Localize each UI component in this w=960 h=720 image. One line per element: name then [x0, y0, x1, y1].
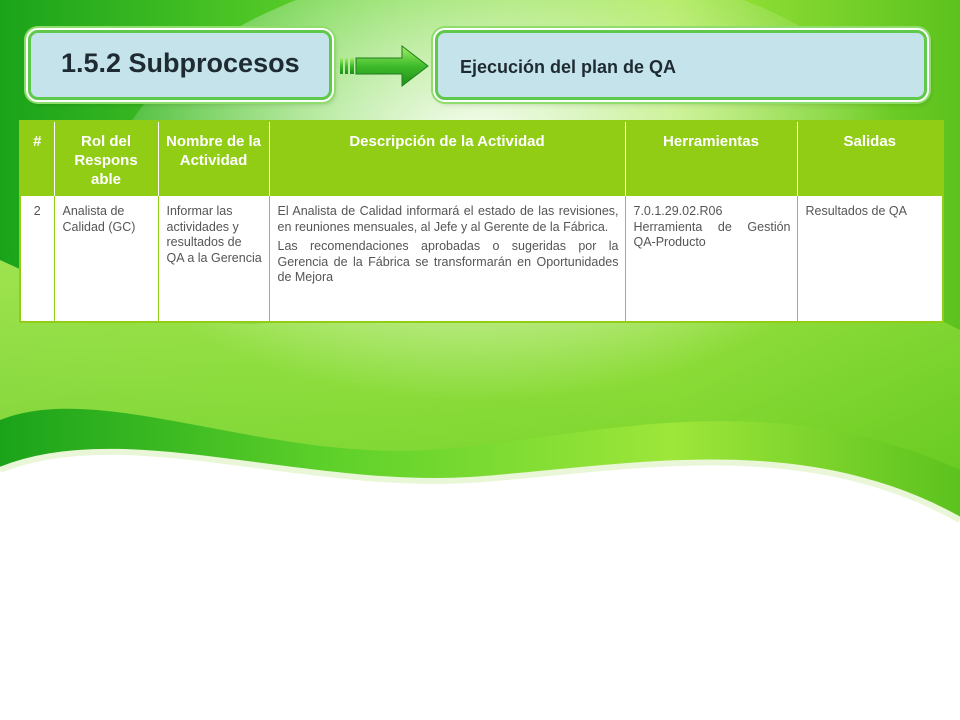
table-row: 2 Analista de Calidad (GC) Informar las …	[19, 195, 944, 322]
cell-number: 2	[19, 195, 55, 322]
arrow-right-icon	[340, 44, 429, 88]
descripcion-paragraph: El Analista de Calidad informará el esta…	[277, 204, 619, 234]
cell-nombre: Informar las actividades y resultados de…	[157, 195, 270, 322]
cell-descripcion: El Analista de Calidad informará el esta…	[268, 195, 626, 322]
section-title-box: 1.5.2 Subprocesos	[28, 30, 332, 100]
cell-salidas: Resultados de QA	[796, 195, 944, 322]
cell-herramientas: 7.0.1.29.02.R06 Herramienta de Gestión Q…	[624, 195, 798, 322]
header-salidas: Salidas	[796, 121, 944, 196]
subprocess-name-box: Ejecución del plan de QA	[435, 30, 927, 100]
header-descripcion: Descripción de la Actividad	[268, 121, 626, 196]
subprocess-name: Ejecución del plan de QA	[460, 57, 677, 77]
activity-table: # Rol del Respons able Nombre de la Acti…	[19, 120, 944, 323]
descripcion-paragraph: Las recomendaciones aprobadas o sugerida…	[277, 239, 619, 284]
header-nombre: Nombre de la Actividad	[157, 121, 270, 196]
header-herramientas: Herramientas	[624, 121, 798, 196]
header-rol: Rol del Respons able	[53, 121, 159, 196]
table-header-row: # Rol del Respons able Nombre de la Acti…	[19, 121, 944, 196]
header-number: #	[19, 121, 55, 196]
cell-rol: Analista de Calidad (GC)	[53, 195, 159, 322]
section-title: 1.5.2 Subprocesos	[61, 48, 300, 78]
